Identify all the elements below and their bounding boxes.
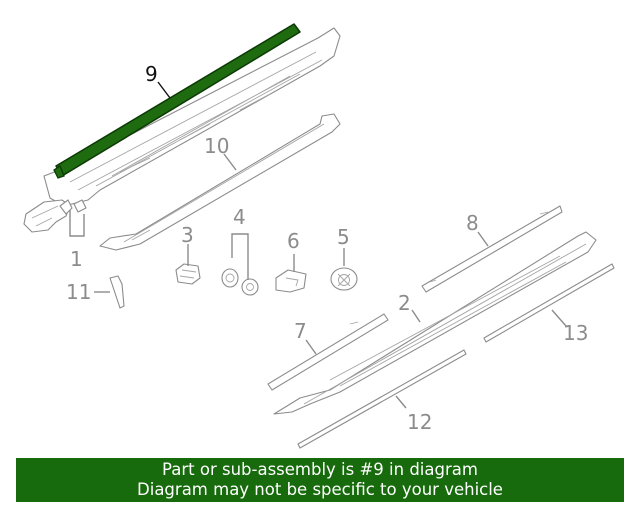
part-11-pin [109,275,125,309]
part-7-strip [267,313,389,391]
part-end-bracket [23,199,87,233]
callout-13: 13 [563,321,588,345]
callout-11: 11 [66,280,91,304]
callout-9: 9 [145,62,158,86]
part-4-fasteners [221,268,259,296]
part-13-rod [483,263,615,343]
callout-labels: 9 10 1 3 4 6 5 8 11 2 7 13 12 [66,62,588,434]
callout-6: 6 [287,229,300,253]
banner-line-2: Diagram may not be specific to your vehi… [137,480,503,499]
leader-lines [69,81,567,409]
callout-1: 1 [70,247,83,271]
banner-line-1: Part or sub-assembly is #9 in diagram [162,460,478,479]
callout-7: 7 [294,319,307,343]
part-2-side-sill [273,231,597,415]
part-8-strip [421,205,563,293]
callout-3: 3 [181,223,194,247]
callout-8: 8 [466,211,479,235]
part-10-lower-trim [99,113,341,251]
callout-4: 4 [233,205,246,229]
info-banner: Part or sub-assembly is #9 in diagram Di… [16,458,624,502]
part-12-rod [297,349,467,449]
part-rocker-panel [43,27,341,207]
callout-2: 2 [398,291,411,315]
callout-5: 5 [337,225,350,249]
callout-12: 12 [407,410,432,434]
part-3-clip [175,263,201,285]
part-5-screw-clip [330,267,358,291]
part-6-nut-clip [275,269,307,293]
parts-diagram: 9 10 1 3 4 6 5 8 11 2 7 13 12 [23,23,615,449]
callout-10: 10 [204,134,229,158]
part-9-molding [53,23,301,179]
